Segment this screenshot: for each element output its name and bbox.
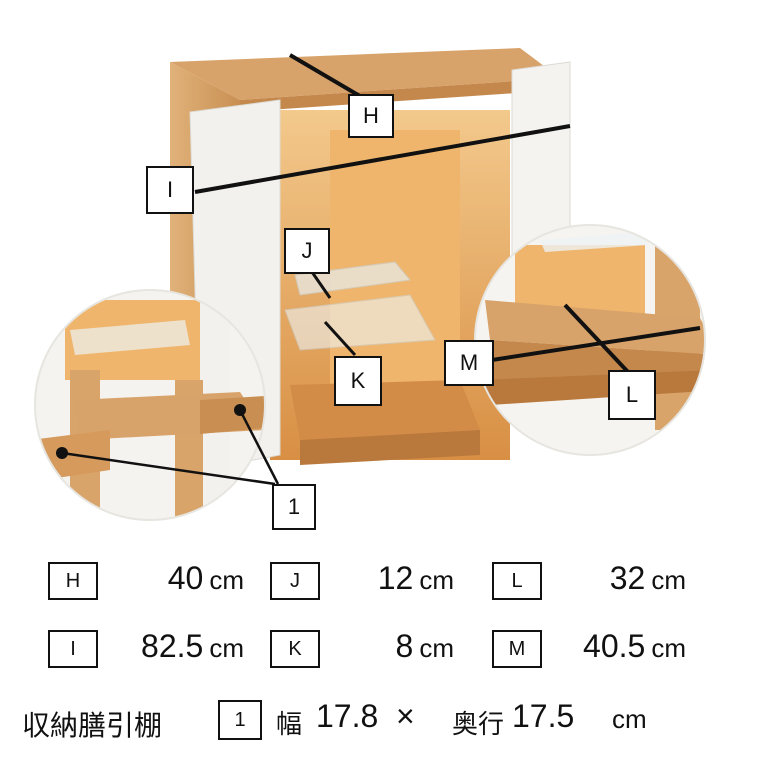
callout-line-1b bbox=[238, 409, 280, 485]
spec-number: 12 bbox=[377, 560, 414, 596]
drawer-unit: cm bbox=[612, 704, 647, 734]
zoom-circle-left bbox=[35, 290, 265, 520]
drawer-note-key: 1 bbox=[218, 700, 262, 740]
drawer-width-value: 17.8 bbox=[316, 698, 379, 734]
drawer-depth-value: 17.5 bbox=[512, 698, 575, 734]
cabinet-top bbox=[170, 48, 560, 100]
spec-unit: cm bbox=[419, 565, 454, 595]
drawer-note-label: 収納膳引棚 bbox=[22, 710, 163, 741]
spec-key: J bbox=[270, 562, 320, 600]
drawer-width-label: 幅 bbox=[276, 709, 303, 739]
spec-key: L bbox=[492, 562, 542, 600]
dimension-line-l bbox=[563, 303, 630, 374]
spec-number: 40.5 bbox=[583, 628, 646, 664]
spec-number: 40 bbox=[167, 560, 204, 596]
callout-h: H bbox=[348, 94, 394, 138]
cabinet-top-front bbox=[240, 78, 560, 112]
spec-number: 32 bbox=[609, 560, 646, 596]
callout-m: M bbox=[444, 340, 494, 386]
spec-unit: cm bbox=[651, 565, 686, 595]
spec-key: M bbox=[492, 630, 542, 668]
callout-k: K bbox=[334, 356, 382, 406]
dimension-line-k bbox=[323, 320, 357, 357]
drawer-note: 収納膳引棚 1 幅 17.8 × 奥行 17.5 cm bbox=[0, 696, 768, 748]
cabinet-illustration bbox=[34, 48, 706, 521]
callout-l: L bbox=[608, 370, 656, 420]
callout-1: 1 bbox=[272, 484, 316, 530]
drawer-depth-label: 奥行 bbox=[452, 709, 505, 739]
spec-key: K bbox=[270, 630, 320, 668]
callout-j: J bbox=[284, 228, 330, 274]
spec-unit: cm bbox=[419, 633, 454, 663]
spec-unit: cm bbox=[209, 633, 244, 663]
dimension-line-i bbox=[194, 124, 571, 194]
drawer-times: × bbox=[396, 698, 415, 734]
spec-key: I bbox=[48, 630, 98, 668]
lower-shelf bbox=[290, 380, 480, 440]
spec-unit: cm bbox=[209, 565, 244, 595]
glass-shelf-lower bbox=[284, 294, 436, 351]
spec-unit: cm bbox=[651, 633, 686, 663]
spec-number: 82.5 bbox=[141, 628, 204, 664]
dimension-line-m bbox=[491, 326, 701, 362]
callout-i: I bbox=[146, 166, 194, 214]
spec-number: 8 bbox=[395, 628, 414, 664]
callout-line-1a bbox=[61, 451, 276, 486]
zoom-circle-right bbox=[475, 225, 705, 455]
lower-shelf-front bbox=[300, 430, 480, 465]
dimension-line-j bbox=[310, 271, 332, 299]
spec-key: H bbox=[48, 562, 98, 600]
